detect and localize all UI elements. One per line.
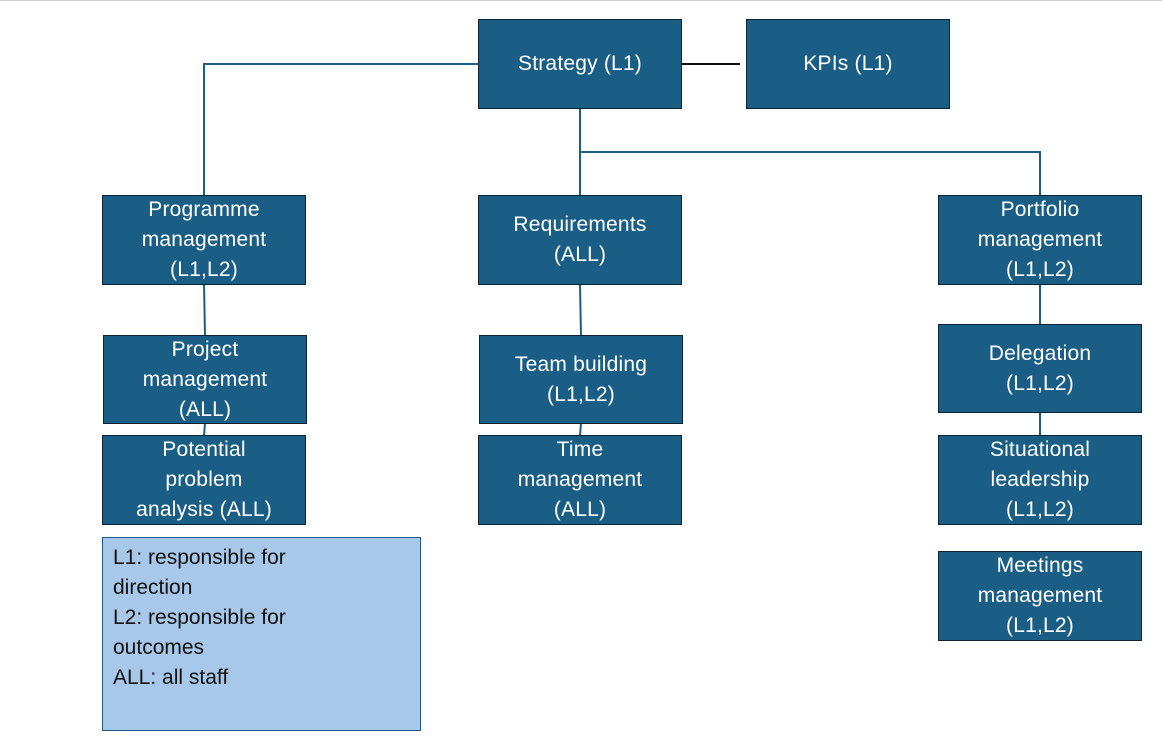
node-label-line: (L1,L2) [1006, 258, 1074, 281]
node-label-line: management [977, 584, 1103, 607]
strategy-box: Strategy (L1) [478, 19, 682, 109]
portfolio-management-box: Portfolio management (L1,L2) [938, 195, 1142, 285]
legend-line: ALL: all staff [113, 666, 229, 689]
node-label-line: Potential [162, 438, 246, 461]
legend-line: direction [113, 576, 193, 599]
meetings-management-box: Meetings management (L1,L2) [938, 551, 1142, 641]
connector-strategy-portfolio [580, 151, 1041, 196]
node-label-line: (ALL) [178, 397, 232, 421]
node-label-line: Time [556, 438, 604, 461]
time-management-box: Time management (ALL) [478, 435, 682, 525]
node-label-line: problem [165, 468, 243, 491]
node-label-line: (ALL) [553, 243, 607, 266]
node-label-line: Strategy (L1) [518, 52, 642, 75]
top-border-line [0, 0, 1162, 1]
requirements-box: Requirements (ALL) [478, 195, 682, 285]
connector-requirements-team-building [579, 283, 582, 337]
node-label-line: (L1,L2) [170, 258, 238, 281]
node-label-line: management [142, 367, 268, 391]
connector-project-potential-problem [203, 422, 206, 437]
node-label-line: Requirements [513, 213, 647, 236]
delegation-box: Delegation (L1,L2) [938, 324, 1142, 413]
connector-strategy-programme [203, 63, 478, 196]
node-label-line: (L1,L2) [1006, 614, 1074, 637]
node-label-line: (L1,L2) [1006, 498, 1074, 521]
node-label-line: Situational [989, 438, 1091, 461]
node-label-line: Project [171, 337, 239, 361]
node-label-line: Portfolio [1000, 198, 1080, 221]
situational-leadership-box: Situational leadership (L1,L2) [938, 435, 1142, 525]
connector-team-building-time [579, 422, 582, 437]
node-label-line: KPIs (L1) [803, 52, 893, 75]
node-label-line: management [141, 228, 267, 251]
legend-line: L2: responsible for [113, 606, 286, 629]
project-management-box: Project management (ALL) [103, 335, 307, 424]
programme-management-box: Programme management (L1,L2) [102, 195, 306, 285]
legend-line: L1: responsible for [113, 546, 286, 569]
node-label-line: management [977, 228, 1103, 251]
node-label-line: (L1,L2) [1006, 371, 1074, 395]
node-label-line: leadership [990, 468, 1090, 491]
node-label-line: Meetings [996, 554, 1084, 577]
node-label-line: Delegation [988, 341, 1092, 365]
team-building-box: Team building (L1,L2) [479, 335, 683, 424]
potential-problem-analysis-box: Potential problem analysis (ALL) [102, 435, 306, 525]
connector-programme-project [203, 283, 206, 337]
legend-line: outcomes [113, 636, 205, 659]
node-label-line: (ALL) [553, 498, 607, 521]
node-label-line: analysis (ALL) [136, 498, 272, 521]
node-label-line: Team building [514, 352, 648, 376]
node-label-line: Programme [148, 198, 260, 221]
kpis-box: KPIs (L1) [746, 19, 950, 109]
node-label-line: (L1,L2) [547, 382, 615, 406]
node-label-line: management [517, 468, 643, 491]
